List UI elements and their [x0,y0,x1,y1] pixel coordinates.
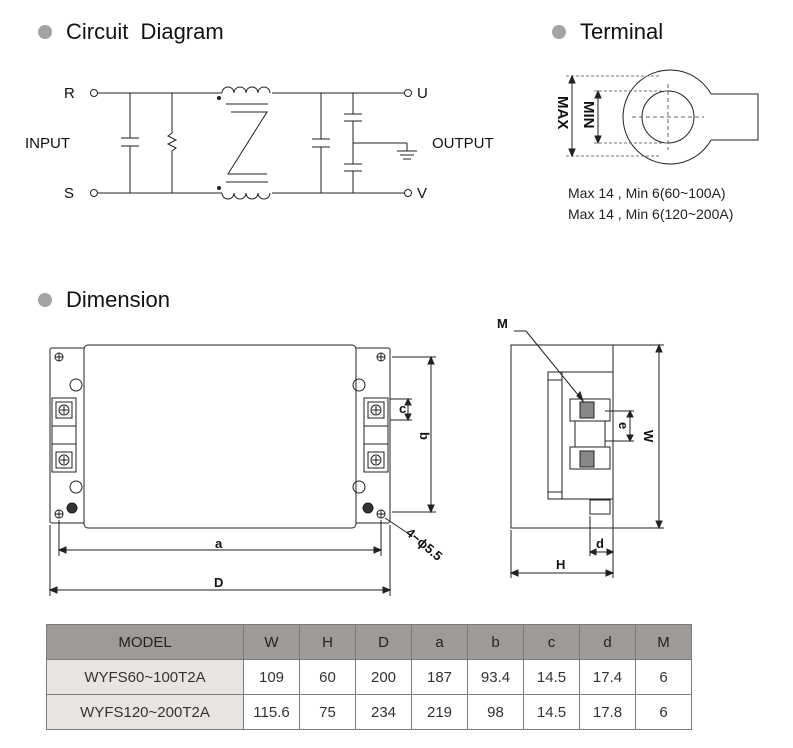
terminal-title: Terminal [552,19,663,45]
label-a: a [215,536,223,551]
terminal-spec-60-100a: Max 14 , Min 6(60~100A) [568,185,726,201]
label-M: M [497,316,508,331]
bullet-icon [38,25,52,39]
bullet-icon [552,25,566,39]
circuit-diagram-title-text: Circuit Diagram [66,19,224,44]
label-b: b [417,432,432,440]
header-m: M [635,624,692,660]
header-h: H [299,624,356,660]
cell-d-total: 234 [355,694,412,730]
circuit-diagram-title: Circuit Diagram [38,19,224,45]
cell-a: 219 [411,694,468,730]
label-s: S [64,185,74,202]
table-row: WYFS120~200T2A 115.6 75 234 219 98 14.5 … [46,694,692,730]
filter-top-view [48,344,436,596]
cell-w: 115.6 [243,694,300,730]
label-u: U [417,85,428,102]
terminal-spec-120-200a: Max 14 , Min 6(120~200A) [568,206,734,222]
table-row: WYFS60~100T2A 109 60 200 187 93.4 14.5 1… [46,659,692,695]
x-capacitor-2 [312,93,330,193]
circuit-diagram [90,86,417,200]
cell-h: 60 [299,659,356,695]
label-output: OUTPUT [432,135,494,152]
dimension-table: MODEL W H D a b c d M WYFS60~100T2A 109 … [46,624,692,730]
cell-a: 187 [411,659,468,695]
header-c: c [523,624,580,660]
label-d: d [596,536,604,551]
filter-side-view [509,330,664,578]
cell-d-total: 200 [355,659,412,695]
cell-b: 98 [467,694,524,730]
cell-h: 75 [299,694,356,730]
bleeder-resistor [166,93,178,193]
header-model: MODEL [46,624,244,660]
bullet-icon [38,293,52,307]
label-D: D [214,575,223,590]
label-e: e [616,422,631,429]
header-w: W [243,624,300,660]
label-max: MAX [554,96,571,129]
cell-w: 109 [243,659,300,695]
label-input: INPUT [25,135,70,152]
table-header-row: MODEL W H D a b c d M [46,624,692,660]
header-d-total: D [355,624,412,660]
header-d: d [579,624,636,660]
terminal-r-node [90,89,98,97]
label-W: W [641,430,656,443]
dimension-title: Dimension [38,287,170,313]
label-min: MIN [580,101,597,129]
terminal-s-node [90,189,98,197]
cell-m: 6 [635,659,692,695]
x-capacitor-1 [121,93,139,193]
cell-b: 93.4 [467,659,524,695]
ring-terminal-drawing [566,69,759,165]
cell-model: WYFS120~200T2A [46,694,244,730]
label-H: H [556,557,565,572]
cell-c: 14.5 [523,694,580,730]
header-a: a [411,624,468,660]
label-r: R [64,85,75,102]
terminal-v-node [404,189,412,197]
cell-d: 17.4 [579,659,636,695]
label-mounting-hole: 4−ϕ5.5 [403,525,445,564]
cell-d: 17.8 [579,694,636,730]
y-capacitors [344,93,417,193]
header-b: b [467,624,524,660]
label-v: V [417,185,427,202]
dimension-title-text: Dimension [66,287,170,312]
cell-c: 14.5 [523,659,580,695]
cell-model: WYFS60~100T2A [46,659,244,695]
terminal-u-node [404,89,412,97]
label-c: c [399,401,406,416]
terminal-title-text: Terminal [580,19,664,44]
common-mode-choke [217,86,271,200]
cell-m: 6 [635,694,692,730]
